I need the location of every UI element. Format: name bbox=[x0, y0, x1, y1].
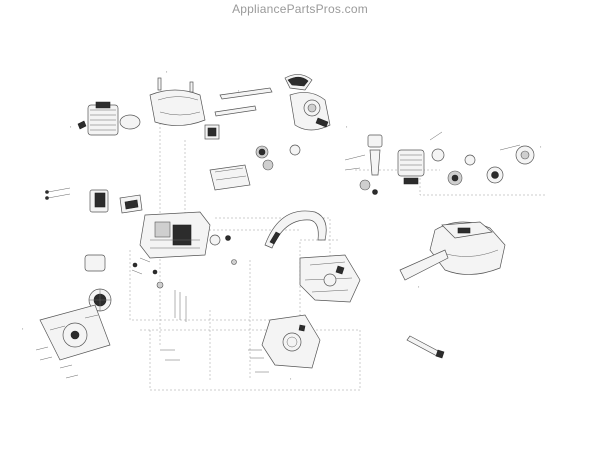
svg-text:▪: ▪ bbox=[70, 125, 71, 129]
clutch-drum-parts bbox=[429, 131, 535, 186]
starter-parts bbox=[45, 187, 143, 214]
flywheel-part bbox=[84, 254, 112, 312]
svg-text:▪: ▪ bbox=[166, 70, 167, 74]
carrying-case-part bbox=[399, 221, 506, 281]
watermark-text: AppliancePartsPros.com bbox=[232, 2, 368, 16]
bar-rod-part bbox=[214, 87, 273, 117]
rear-handle-part bbox=[284, 74, 331, 131]
part-callout-numbers: ▪ ▪ ▪ ▪ ▪ ▪ ▪ ▪ bbox=[22, 70, 541, 381]
screw-fasteners bbox=[35, 257, 269, 379]
svg-text:▪: ▪ bbox=[418, 285, 419, 289]
crankcase-housing-part bbox=[139, 211, 231, 259]
svg-text:▪: ▪ bbox=[22, 327, 23, 331]
top-cover-part bbox=[149, 77, 206, 126]
side-plate-part bbox=[261, 314, 321, 369]
svg-text:▪: ▪ bbox=[290, 377, 291, 381]
svg-text:▪: ▪ bbox=[346, 125, 347, 129]
front-handle-part bbox=[264, 210, 327, 249]
svg-text:▪: ▪ bbox=[540, 145, 541, 149]
svg-text:▪: ▪ bbox=[238, 89, 239, 93]
piston-cylinder-part bbox=[344, 134, 425, 195]
starter-housing-part bbox=[39, 304, 111, 361]
carburetor-assembly-part bbox=[204, 124, 301, 191]
scrench-tool-part bbox=[406, 335, 445, 359]
cylinder-engine-part bbox=[77, 101, 141, 136]
clutch-cover-part bbox=[299, 254, 361, 303]
